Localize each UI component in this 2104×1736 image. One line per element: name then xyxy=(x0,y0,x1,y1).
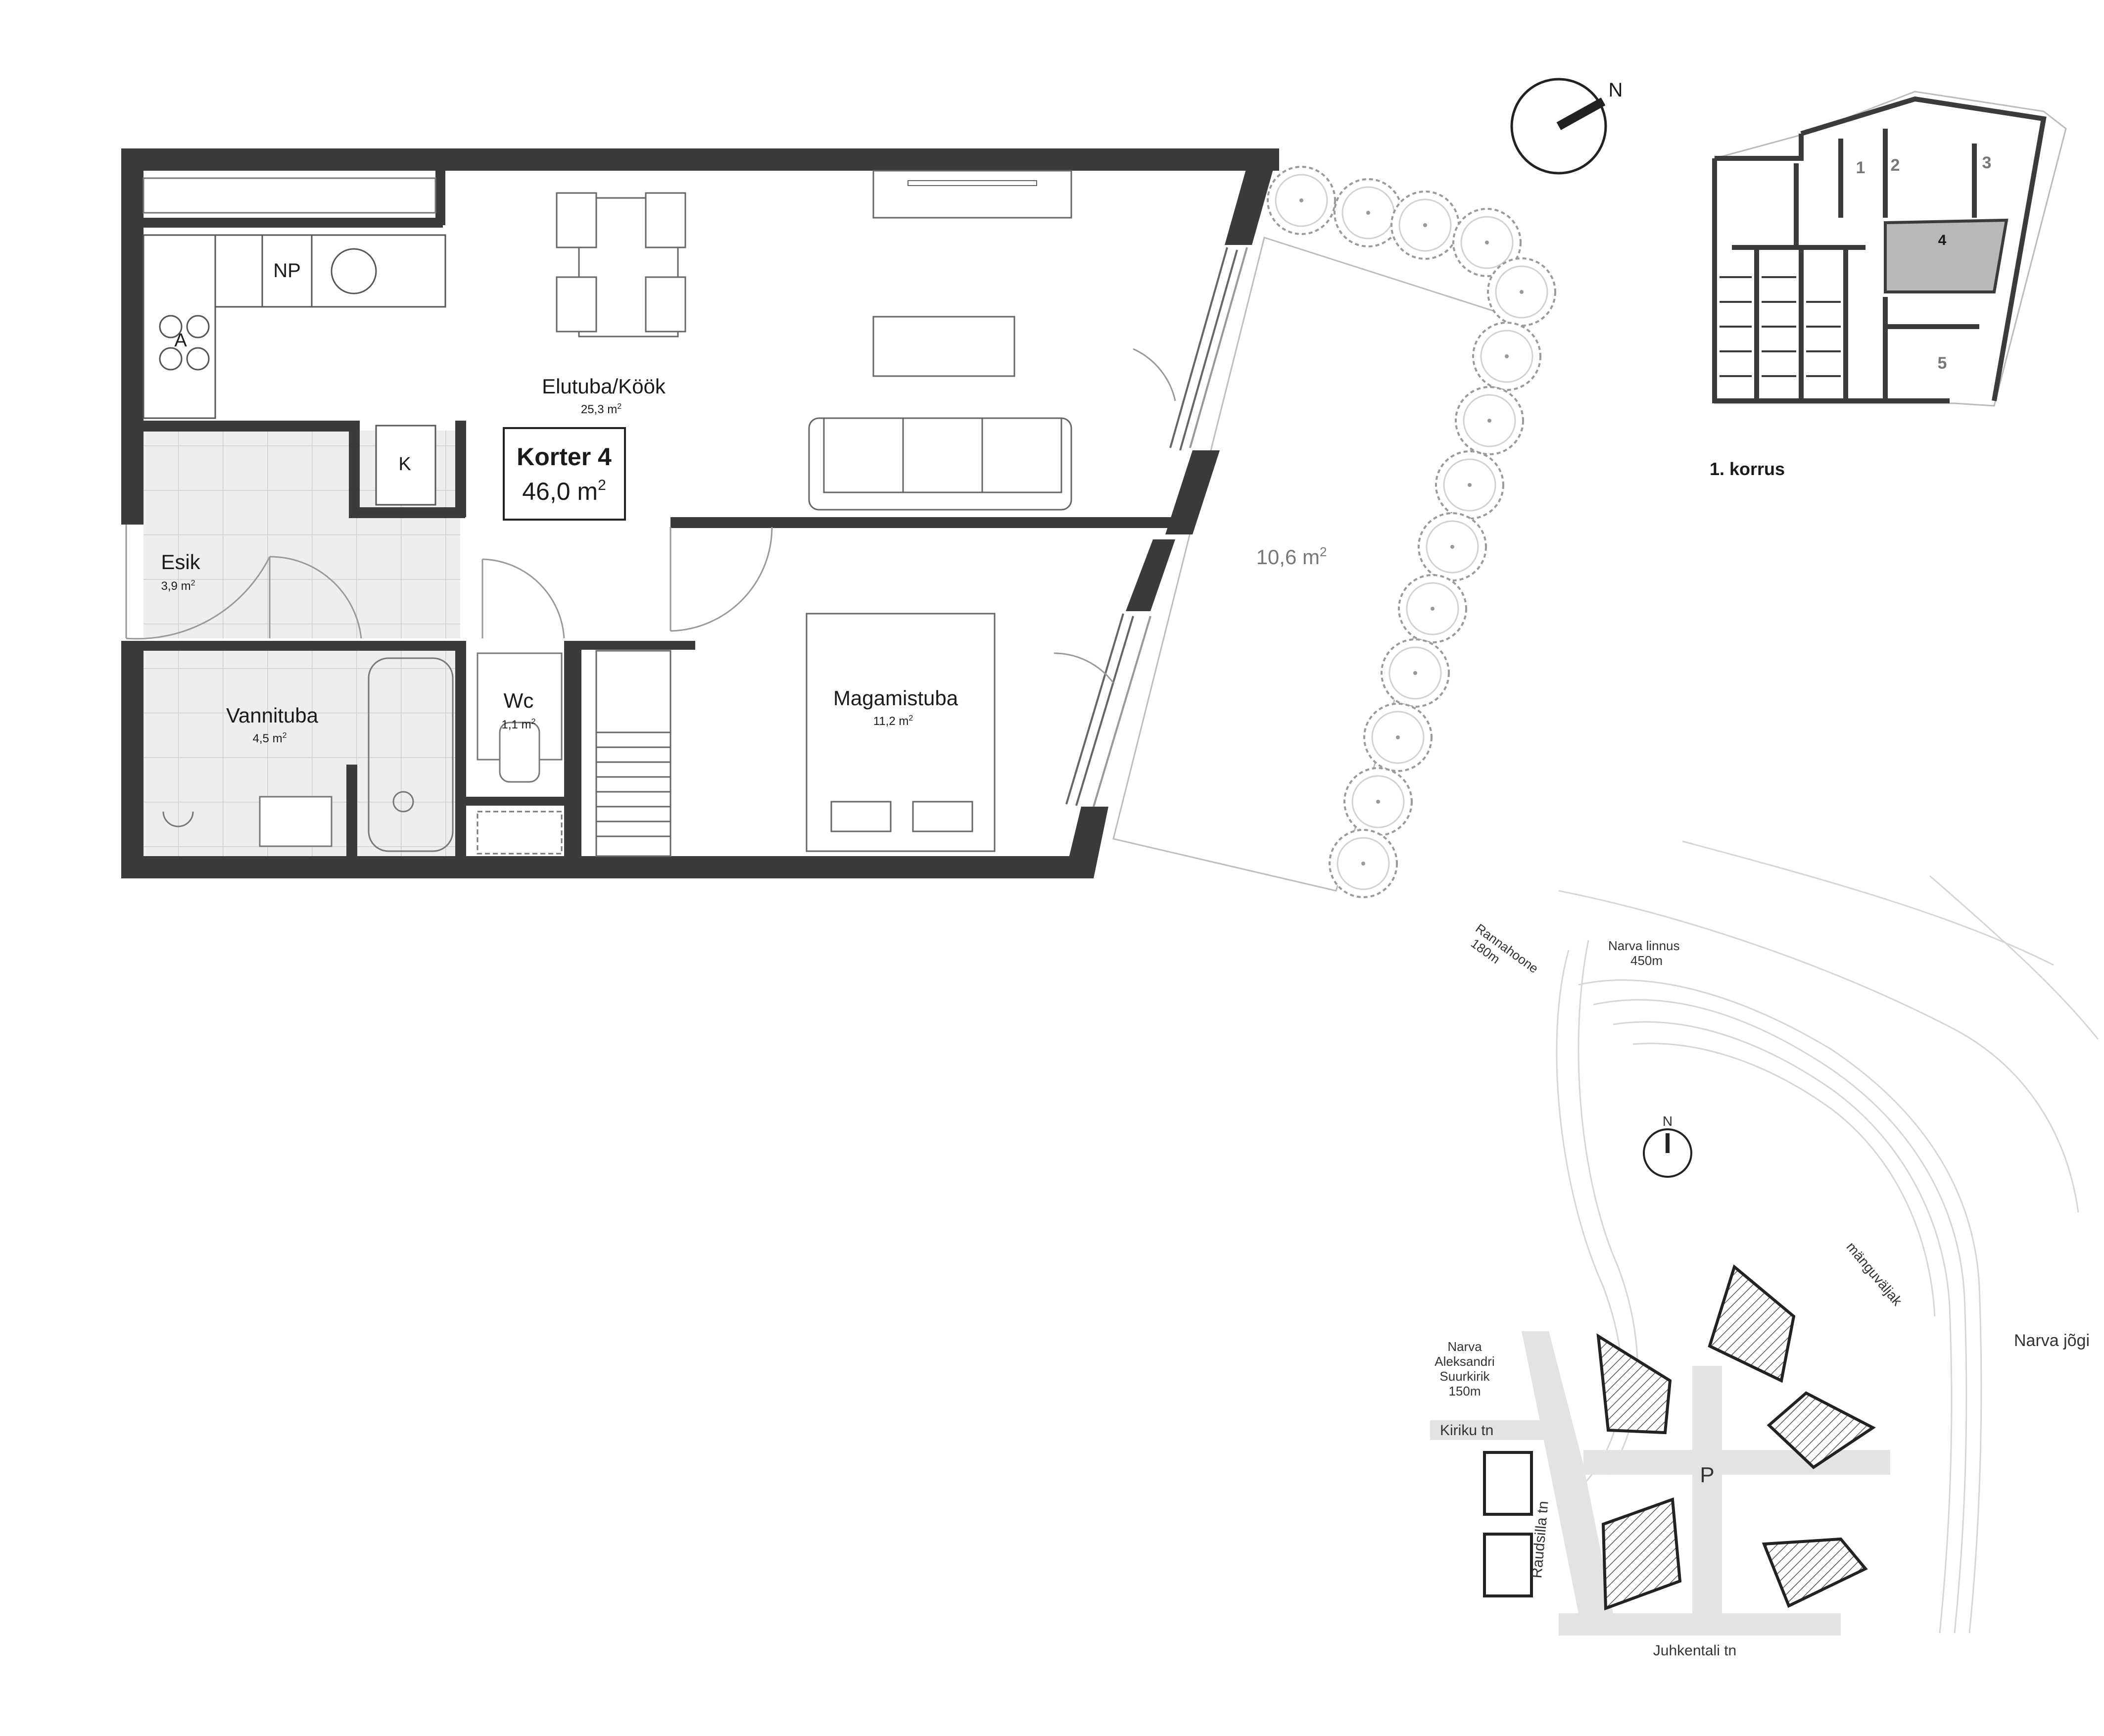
site-compass-icon: N xyxy=(1643,1113,1692,1178)
stove-icon xyxy=(159,315,210,371)
room-labels: NP A K Elutuba/Köök 25,3 m2 Korter 4 46,… xyxy=(161,260,1327,745)
key-plan-unit-1: 1 xyxy=(1856,158,1865,177)
key-plan: 1 2 3 4 5 1. korrus xyxy=(1710,91,2067,479)
kitchen-counters xyxy=(143,234,446,506)
floor-plan: NP A K Elutuba/Köök 25,3 m2 Korter 4 46,… xyxy=(121,148,1556,898)
river-label: Narva jõgi xyxy=(2014,1331,2090,1350)
doors xyxy=(125,348,1176,683)
terrace-outline xyxy=(1112,237,1513,892)
vannituba-area: 4,5 m2 xyxy=(253,731,287,745)
site-buildings xyxy=(1483,1264,1876,1611)
magamistuba-area: 11,2 m2 xyxy=(873,714,913,728)
stairs xyxy=(595,650,671,857)
apartment-title-box xyxy=(503,427,626,521)
upper-cabinets xyxy=(143,177,436,214)
key-plan-parking-lines xyxy=(1720,276,1841,377)
wc-name: Wc xyxy=(504,689,534,712)
esik-name: Esik xyxy=(161,550,200,574)
site-compass-north: N xyxy=(1663,1113,1673,1129)
windows xyxy=(1065,247,1248,807)
elutuba-name: Elutuba/Köök xyxy=(542,375,666,398)
juhkentali-label: Juhkentali tn xyxy=(1653,1642,1736,1659)
compass-icon: N xyxy=(1510,78,1623,175)
compass-north-label: N xyxy=(1609,79,1623,101)
np-label: NP xyxy=(273,260,301,282)
magamistuba-name: Magamistuba xyxy=(833,686,958,710)
tv-shelf xyxy=(908,180,1037,186)
key-plan-unit-4: 4 xyxy=(1938,232,1947,248)
key-plan-unit-5: 5 xyxy=(1938,354,1947,373)
site-roads xyxy=(1430,1331,1890,1636)
vannituba-name: Vannituba xyxy=(226,704,319,727)
bed xyxy=(806,613,996,852)
church-label-3: Suurkirik xyxy=(1439,1369,1490,1384)
site-contours xyxy=(1556,840,2099,1634)
kiriku-label: Kiriku tn xyxy=(1440,1422,1493,1439)
church-label-4: 150m xyxy=(1448,1384,1481,1398)
wc-area: 1,1 m2 xyxy=(502,718,536,731)
elutuba-area: 25,3 m2 xyxy=(581,402,622,416)
sideboard xyxy=(872,170,1072,219)
playground-label: mänguväljak xyxy=(1843,1239,1905,1309)
a-label: A xyxy=(174,330,187,351)
parking-label: P xyxy=(1700,1463,1714,1487)
sofa xyxy=(808,417,1072,511)
key-plan-walls xyxy=(1712,96,2047,403)
coffee-table xyxy=(872,316,1015,377)
key-plan-floor-label: 1. korrus xyxy=(1710,459,1785,479)
narva-linnus-label: Narva linnus xyxy=(1608,938,1680,953)
bath-fixtures xyxy=(162,652,563,855)
k-label: K xyxy=(398,454,411,475)
key-plan-unit-2: 2 xyxy=(1891,156,1900,175)
site-plan: N Rannahoone180m Narva linnus 450m mängu… xyxy=(1430,840,2099,1659)
terrace-area: 10,6 m2 xyxy=(1256,544,1327,569)
rannahoone-label: Rannahoone180m xyxy=(1464,921,1541,988)
walls xyxy=(121,148,1279,878)
apartment-area: 46,0 m2 xyxy=(522,477,606,505)
key-plan-unit-4-highlight xyxy=(1884,218,2008,293)
esik-area: 3,9 m2 xyxy=(161,579,195,593)
narva-linnus-dist: 450m xyxy=(1630,953,1663,968)
church-label-1: Narva xyxy=(1447,1339,1482,1354)
key-plan-unit-3: 3 xyxy=(1982,153,1992,172)
dining-table xyxy=(556,192,686,338)
church-label-2: Aleksandri xyxy=(1435,1354,1494,1369)
apartment-title: Korter 4 xyxy=(517,443,612,471)
